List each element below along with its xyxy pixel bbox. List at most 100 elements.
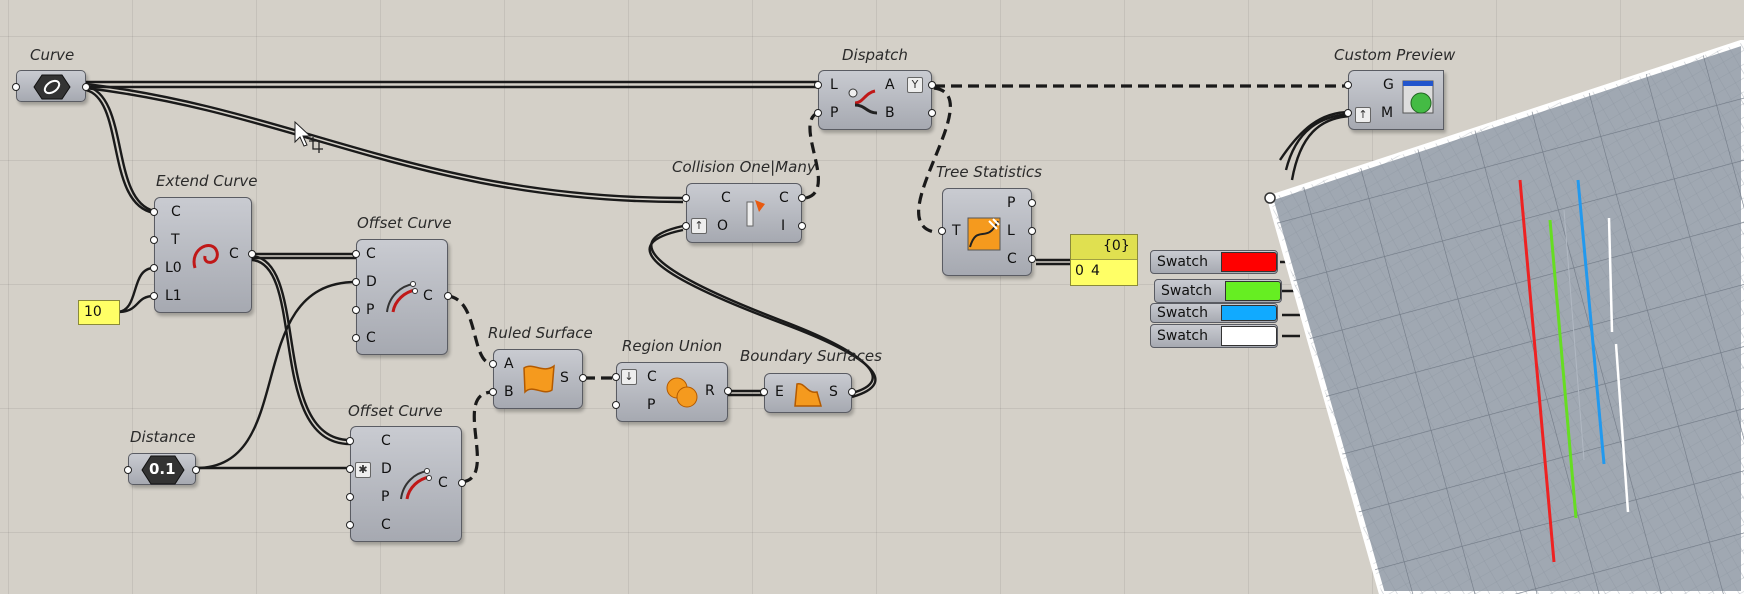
tree-statistics-output-c[interactable]: C <box>1007 251 1017 267</box>
region-union-component[interactable]: ↓ C P R <box>612 362 732 422</box>
tree-statistics-pin-t[interactable] <box>938 227 946 235</box>
ruled-surface-input-a[interactable]: A <box>504 356 514 372</box>
custom-preview-component[interactable]: G M ↑ <box>1344 70 1444 130</box>
offset-curve-1-pin-c[interactable] <box>352 250 360 258</box>
extend-curve-output-c[interactable]: C <box>229 246 239 262</box>
extend-curve-input-t[interactable]: T <box>171 232 180 248</box>
dispatch-component[interactable]: L P A B Y <box>814 70 936 130</box>
region-union-pin-p[interactable] <box>612 401 620 409</box>
distance-param[interactable]: 0.1 <box>124 453 200 485</box>
region-union-output-r[interactable]: R <box>705 383 715 399</box>
rhino-viewport[interactable] <box>1264 40 1744 594</box>
flatten-flag-icon[interactable]: ↓ <box>621 369 637 385</box>
ruled-surface-input-b[interactable]: B <box>504 384 514 400</box>
offset-curve-1-pin-p[interactable] <box>352 306 360 314</box>
collision-input-c[interactable]: C <box>721 190 731 206</box>
custom-preview-pin-m[interactable] <box>1344 109 1352 117</box>
offset-curve-1-input-c[interactable]: C <box>366 246 376 262</box>
offset-curve-1-component[interactable]: C D P C C <box>352 239 452 355</box>
ruled-surface-pin-s[interactable] <box>579 374 587 382</box>
ruled-surface-component[interactable]: A B S <box>489 349 587 409</box>
extend-curve-input-l1[interactable]: L1 <box>165 288 182 304</box>
custom-preview-input-m[interactable]: M <box>1381 105 1394 121</box>
extend-curve-pin-t[interactable] <box>150 236 158 244</box>
offset-curve-2-pin-c2[interactable] <box>346 521 354 529</box>
curve-param-input-pin[interactable] <box>12 83 20 91</box>
distance-pin-in[interactable] <box>124 466 132 474</box>
tree-statistics-input-t[interactable]: T <box>952 223 961 239</box>
dispatch-pin-l[interactable] <box>814 81 822 89</box>
offset-curve-2-component[interactable]: ✱ C D P C C <box>346 426 466 542</box>
ruled-surface-pin-a[interactable] <box>489 360 497 368</box>
offset-curve-1-pin-d[interactable] <box>352 278 360 286</box>
custom-preview-input-g[interactable]: G <box>1383 77 1394 93</box>
swatch-color-green[interactable] <box>1225 281 1281 301</box>
extend-curve-pin-out[interactable] <box>248 250 256 258</box>
offset-curve-2-input-d[interactable]: D <box>381 461 392 477</box>
collision-pin-o[interactable] <box>682 222 690 230</box>
tree-statistics-output-p[interactable]: P <box>1007 195 1016 211</box>
tree-statistics-pin-c[interactable] <box>1028 255 1036 263</box>
boundary-surfaces-input-e[interactable]: E <box>775 384 784 400</box>
swatch-blue[interactable]: Swatch <box>1150 303 1278 323</box>
tree-panel[interactable]: {0} 0 4 <box>1070 234 1138 286</box>
extend-curve-input-l0[interactable]: L0 <box>165 260 182 276</box>
offset-curve-2-input-p[interactable]: P <box>381 489 390 505</box>
offset-curve-1-pin-out[interactable] <box>444 292 452 300</box>
region-union-input-c[interactable]: C <box>647 369 657 385</box>
boundary-surfaces-pin-s[interactable] <box>848 388 856 396</box>
boundary-surfaces-component[interactable]: E S <box>760 373 856 413</box>
swatch-red[interactable]: Swatch <box>1150 250 1278 274</box>
offset-curve-2-pin-d[interactable] <box>346 465 354 473</box>
custom-preview-pin-g[interactable] <box>1344 81 1352 89</box>
offset-curve-1-input-d[interactable]: D <box>366 274 377 290</box>
tree-statistics-component[interactable]: T P L C <box>938 188 1036 276</box>
swatch-color-blue[interactable] <box>1221 305 1277 321</box>
offset-curve-1-input-p[interactable]: P <box>366 302 375 318</box>
swatch-color-red[interactable] <box>1221 252 1277 272</box>
extend-curve-pin-c[interactable] <box>150 208 158 216</box>
collision-output-c[interactable]: C <box>779 190 789 206</box>
collision-output-i[interactable]: I <box>781 218 786 234</box>
collision-component[interactable]: ↑ C O C I <box>682 183 806 243</box>
tree-statistics-pin-l[interactable] <box>1028 227 1036 235</box>
dispatch-input-l[interactable]: L <box>830 77 838 93</box>
offset-curve-2-pin-c[interactable] <box>346 437 354 445</box>
collision-pin-c[interactable] <box>682 194 690 202</box>
extend-curve-component[interactable]: C T L0 L1 C <box>150 197 256 313</box>
filter-flag-icon[interactable]: Y <box>907 77 923 93</box>
extend-curve-pin-l1[interactable] <box>150 292 158 300</box>
curve-param-output-pin[interactable] <box>82 83 90 91</box>
offset-curve-2-pin-p[interactable] <box>346 493 354 501</box>
region-union-pin-c[interactable] <box>612 373 620 381</box>
viewport-corner-handle[interactable] <box>1264 192 1276 204</box>
dispatch-pin-a[interactable] <box>928 81 936 89</box>
swatch-green[interactable]: Swatch <box>1154 279 1282 303</box>
collision-pin-out-c[interactable] <box>798 194 806 202</box>
extend-curve-pin-l0[interactable] <box>150 264 158 272</box>
boundary-surfaces-pin-e[interactable] <box>760 388 768 396</box>
offset-curve-1-input-c2[interactable]: C <box>366 330 376 346</box>
region-union-pin-r[interactable] <box>724 387 732 395</box>
offset-curve-2-output-c[interactable]: C <box>438 475 448 491</box>
dispatch-output-b[interactable]: B <box>885 105 895 121</box>
tree-statistics-output-l[interactable]: L <box>1007 223 1015 239</box>
number-panel[interactable]: 10 <box>78 300 120 325</box>
collision-pin-out-i[interactable] <box>798 222 806 230</box>
offset-curve-2-input-c[interactable]: C <box>381 433 391 449</box>
boundary-surfaces-output-s[interactable]: S <box>829 384 838 400</box>
offset-curve-1-output-c[interactable]: C <box>423 288 433 304</box>
swatch-white[interactable]: Swatch <box>1150 324 1278 348</box>
ruled-surface-output-s[interactable]: S <box>560 370 569 386</box>
offset-curve-2-pin-out[interactable] <box>458 479 466 487</box>
dispatch-pin-p[interactable] <box>814 109 822 117</box>
offset-curve-2-input-c2[interactable]: C <box>381 517 391 533</box>
offset-curve-1-pin-c2[interactable] <box>352 334 360 342</box>
region-union-input-p[interactable]: P <box>647 397 656 413</box>
dispatch-input-p[interactable]: P <box>830 105 839 121</box>
extend-curve-input-c[interactable]: C <box>171 204 181 220</box>
graft-input-icon[interactable]: ↑ <box>1355 107 1371 123</box>
ruled-surface-pin-b[interactable] <box>489 388 497 396</box>
dispatch-pin-b[interactable] <box>928 109 936 117</box>
